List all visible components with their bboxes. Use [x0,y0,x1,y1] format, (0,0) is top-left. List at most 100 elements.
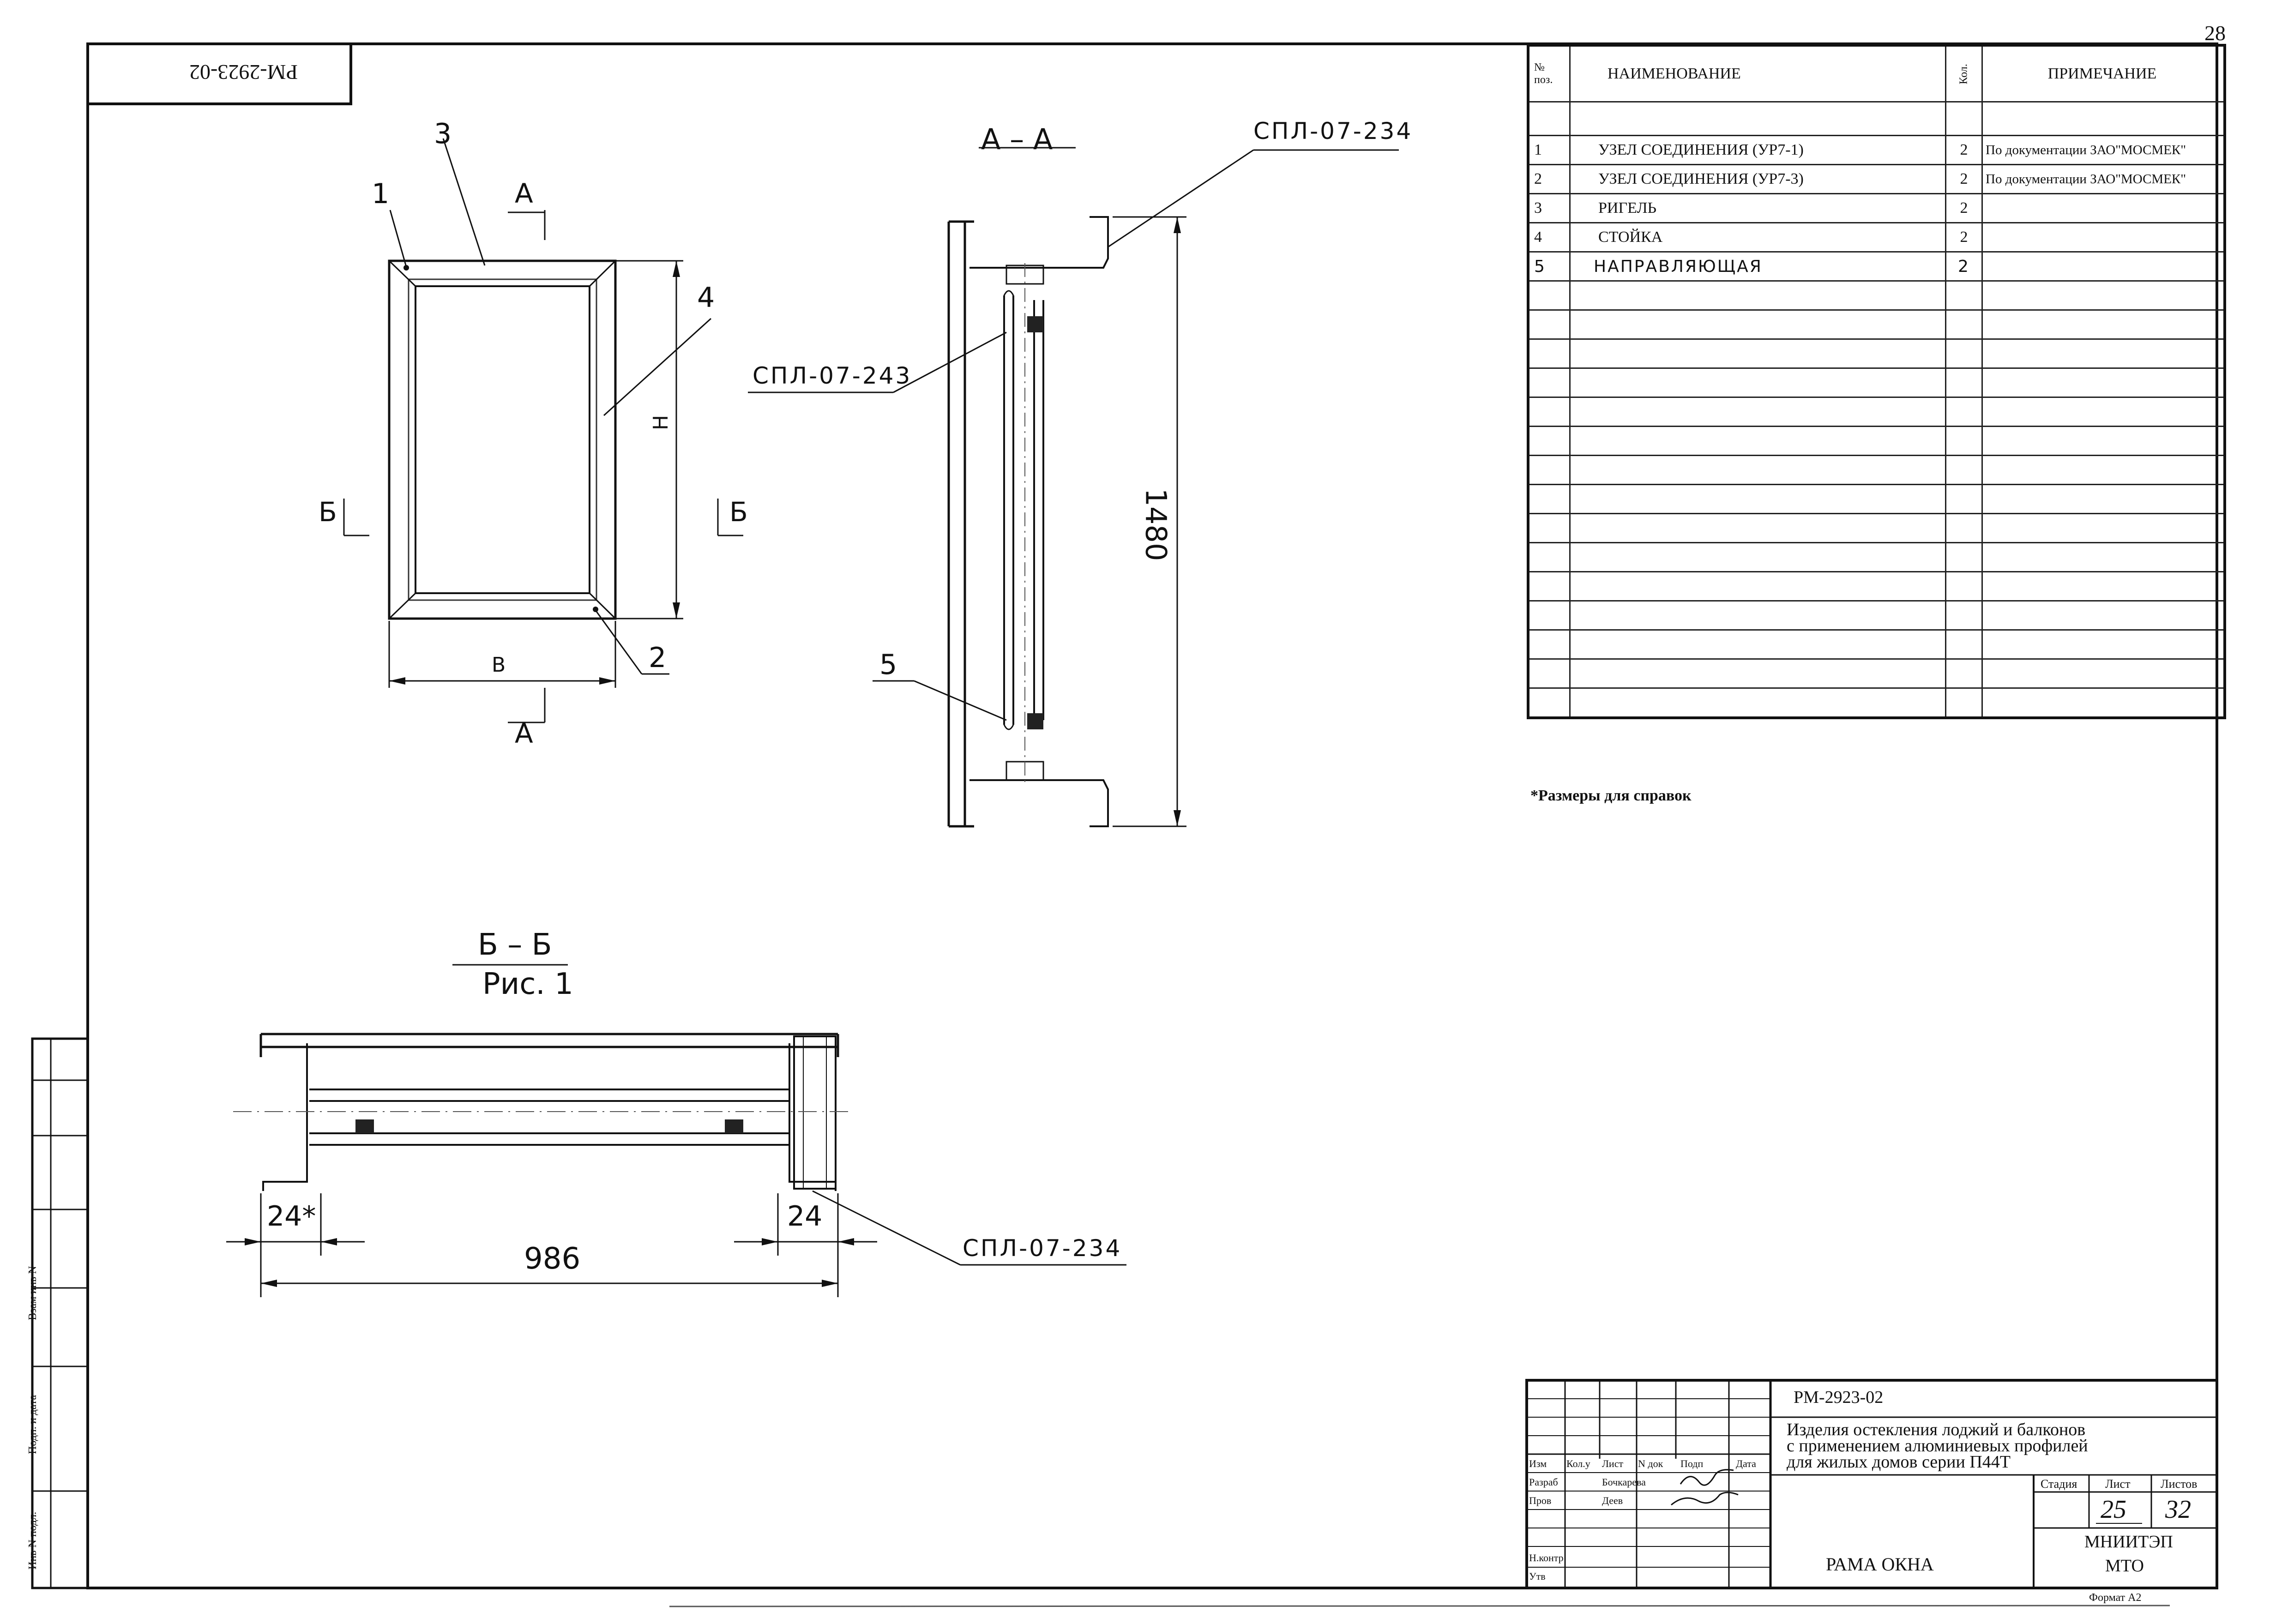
callout-2: 2 [649,642,667,674]
section-bb-profile [226,964,1126,1297]
table-row: 1 УЗЕЛ СОЕДИНЕНИЯ (УР7-1) 2 По документа… [1527,135,2226,165]
reference-note: *Размеры для справок [1530,787,1692,804]
drawing-border [86,42,2218,1589]
sheet-corner-number: 28 [2204,21,2226,45]
row-pos: 1 [1527,135,1571,165]
side-label-inv: Инв N подл. [27,1511,39,1570]
row-name: СТОЙКА [1569,222,1946,253]
marker-b-left: Б [319,496,337,528]
role-prov: Пров [1529,1495,1552,1506]
empty-row [1527,629,2226,660]
title-block-description-1: Изделия остекления лоджий и балконов [1787,1420,2086,1439]
row-note: По документации ЗАО"МОСМЕК" [1981,164,2226,194]
row-name: НАПРАВЛЯЮЩАЯ [1569,251,1946,282]
col-header-podp: Подп [1680,1458,1704,1469]
row-pos: 4 [1527,222,1571,253]
title-block-code: РМ-2923-02 [1794,1388,1884,1407]
empty-row [1527,455,2226,485]
drawing-name: РАМА ОКНА [1826,1554,1934,1575]
table-row: 5 НАПРАВЛЯЮЩАЯ 2 [1527,251,2226,282]
org-line-1: МНИИТЭП [2084,1532,2173,1552]
profile-label-bottom: СПЛ-07-234 [963,1235,1122,1262]
row-name: РИГЕЛЬ [1569,193,1946,223]
callout-4: 4 [697,282,715,314]
figure-caption: Рис. 1 [482,967,573,1001]
rotated-code-stamp: РМ-2923-02 [189,60,298,84]
row-pos: 3 [1527,193,1571,223]
col-header-data: Дата [1736,1458,1756,1469]
section-aa-profile [748,147,1399,828]
role-nkontr: Н.контр [1529,1552,1564,1564]
org-line-2: МТО [2105,1556,2144,1576]
row-qty: 2 [1945,251,1983,282]
format-label: Формат А2 [2089,1592,2142,1604]
table-row: 2 УЗЕЛ СОЕДИНЕНИЯ (УР7-3) 2 По документа… [1527,164,2226,194]
empty-row [1527,542,2226,572]
empty-row [1527,397,2226,427]
empty-row [1527,484,2226,514]
empty-row [1527,513,2226,543]
name-razrab: Бочкарева [1602,1476,1646,1488]
header-pos: № поз. [1527,44,1571,102]
title-block-description-3: для жилых домов серии П44Т [1787,1452,2011,1472]
spec-header-row: № поз. НАИМЕНОВАНИЕ Кол. ПРИМЕЧАНИЕ [1527,44,2226,102]
section-bb-title: Б – Б [478,928,552,962]
row-name: УЗЕЛ СОЕДИНЕНИЯ (УР7-3) [1569,164,1946,194]
role-utv: Утв [1529,1570,1546,1582]
stage-header: Стадия [2041,1477,2077,1491]
empty-row [1527,367,2226,398]
height-value: 1480 [1139,488,1173,561]
section-aa-title: А – А [981,122,1053,156]
height-label: Н [649,415,673,431]
col-header-ndok: N док [1638,1458,1663,1469]
row-name: УЗЕЛ СОЕДИНЕНИЯ (УР7-1) [1569,135,1946,165]
row-qty: 2 [1945,164,1983,194]
row-qty: 2 [1945,135,1983,165]
col-header-list: Лист [1602,1458,1624,1469]
sheet-header: Лист [2105,1477,2131,1491]
header-name: НАИМЕНОВАНИЕ [1569,44,1946,102]
empty-row [1527,658,2226,689]
header-note: ПРИМЕЧАНИЕ [1981,44,2226,102]
table-row: 3 РИГЕЛЬ 2 [1527,193,2226,223]
empty-row [1527,600,2226,631]
frame-front-view [343,138,743,723]
width-label: В [492,653,506,677]
title-block-frame [1525,1379,2218,1589]
name-prov: Деев [1602,1495,1623,1506]
sheet-value: 25 [2101,1495,2126,1524]
spec-spacer-row [1527,101,2226,136]
callout-1: 1 [372,178,390,210]
side-stamp-strip [31,1037,89,1589]
side-label-vzam: Взам инв N [27,1266,39,1320]
right-offset-value: 24 [787,1200,823,1233]
sheets-value: 32 [2165,1495,2191,1524]
empty-row [1527,426,2226,456]
sheets-header: Листов [2161,1477,2198,1491]
empty-row [1527,280,2226,311]
header-qty: Кол. [1945,44,1983,102]
col-header-izm: Изм [1529,1458,1547,1469]
table-row: 4 СТОЙКА 2 [1527,222,2226,253]
row-note [1981,193,2226,223]
role-razrab: Разраб [1529,1476,1558,1488]
callout-5: 5 [879,649,897,681]
row-qty: 2 [1945,193,1983,223]
title-block-description-2: с применением алюминиевых профилей [1787,1436,2088,1456]
empty-row [1527,309,2226,340]
specification-table: № поз. НАИМЕНОВАНИЕ Кол. ПРИМЕЧАНИЕ 1 УЗ… [1527,44,2226,719]
width-value: 986 [524,1242,581,1276]
col-header-kolu: Кол.у [1566,1458,1590,1469]
callout-3: 3 [434,118,452,150]
row-note: По документации ЗАО"МОСМЕК" [1981,135,2226,165]
empty-row [1527,687,2226,719]
row-pos: 5 [1527,251,1571,282]
row-note [1981,222,2226,253]
side-label-podp: Подп. и дата [27,1395,39,1454]
left-offset-value: 24* [267,1200,316,1233]
marker-a-top: А [515,178,533,209]
row-note [1981,251,2226,282]
row-qty: 2 [1945,222,1983,253]
code-stamp-box [86,42,352,105]
